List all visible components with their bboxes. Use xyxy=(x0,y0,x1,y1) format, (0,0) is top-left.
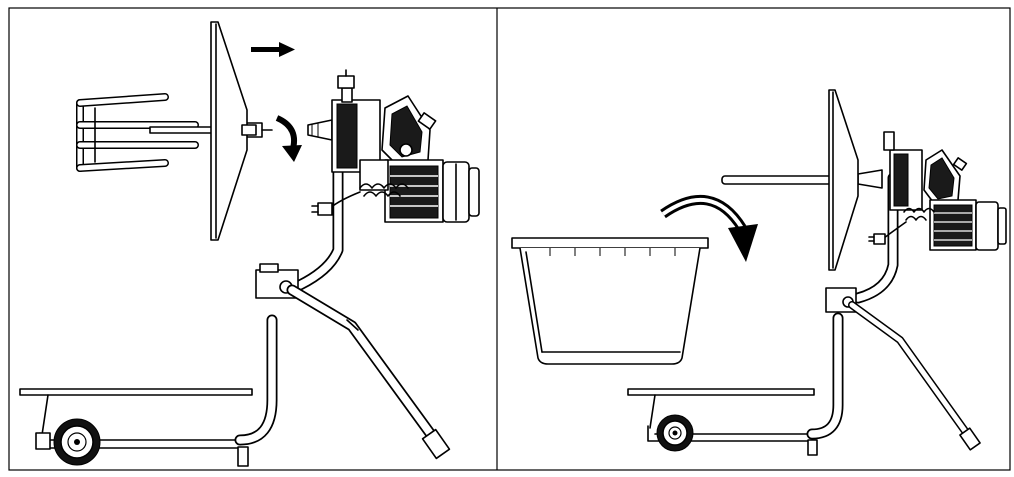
stand xyxy=(255,134,451,460)
figure-frame xyxy=(8,7,1011,471)
wheel-2 xyxy=(656,414,694,452)
trolley-base-2 xyxy=(627,312,844,456)
motor-unit xyxy=(307,69,480,223)
power-plug xyxy=(311,191,361,216)
bowl-lid-2 xyxy=(828,89,859,271)
panel-1 xyxy=(19,21,480,467)
bowl-lid xyxy=(210,21,257,241)
rotate-direction-arrow xyxy=(275,115,302,162)
mixing-bucket xyxy=(511,237,709,365)
slide-direction-arrow xyxy=(251,42,295,57)
panel-2 xyxy=(511,89,1007,456)
mixing-paddle xyxy=(76,93,199,172)
trolley-base xyxy=(19,314,278,467)
motor-cooling-fins xyxy=(389,165,439,219)
motor-unit-2 xyxy=(883,131,1007,251)
stand-2 xyxy=(825,172,981,451)
wheel xyxy=(53,418,101,466)
power-plug-2 xyxy=(868,221,907,245)
place-bucket-arrow xyxy=(660,195,758,262)
power-cord-coil xyxy=(359,183,409,197)
